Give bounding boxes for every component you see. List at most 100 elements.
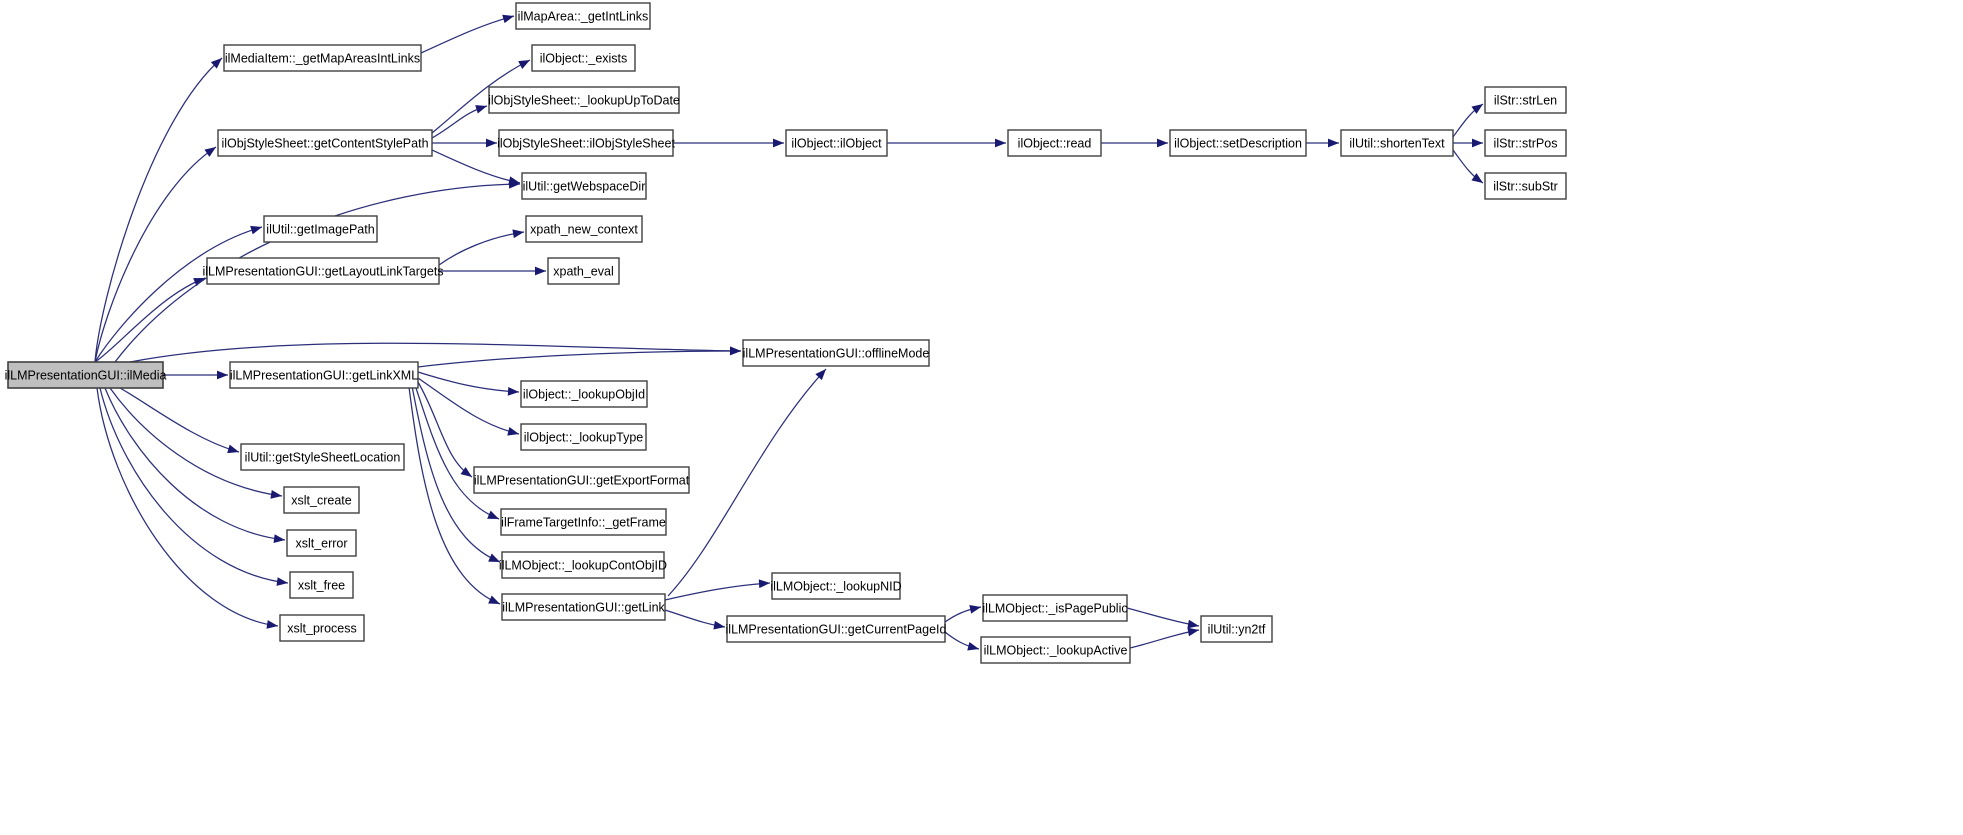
edge-ilobjstylesheet-getcontentstylepath-to-ilutil-getwebspacedir [431,149,521,185]
node-box[interactable] [525,215,643,243]
node-label: ilObject::_lookupType [524,430,644,444]
edge-illmpresentationgui-getlink-to-illmpresentationgui-getcurrentpageid [664,609,726,630]
node-box[interactable] [726,615,946,643]
edge-line [96,387,279,627]
edge-arrowhead [217,370,228,380]
node-box[interactable] [1484,86,1567,114]
node-box[interactable] [515,2,651,30]
edge-illmpresentationgui-getlinkxml-to-illmpresentationgui-getexportformat [417,381,473,478]
node-box[interactable] [1340,129,1454,157]
node-illmpresentationgui-getcurrentpageid[interactable]: ilLMPresentationGUI::getCurrentPageId [726,615,947,643]
node-box[interactable] [785,129,888,157]
node-ilobject-lookuptype[interactable]: ilObject::_lookupType [520,423,647,451]
edge-line [109,387,283,497]
edge-ilobjstylesheet-getcontentstylepath-to-ilobjstylesheet-lookupuptodate [431,105,488,139]
node-xslt-error[interactable]: xslt_error [286,529,357,557]
node-ilstr-strpos[interactable]: ilStr::strPos [1484,129,1567,157]
node-box[interactable] [229,361,419,389]
node-box[interactable] [1484,172,1567,200]
edge-line [408,386,501,605]
edge-arrowhead [508,176,520,185]
node-ilstr-strlen[interactable]: ilStr::strLen [1484,86,1567,114]
node-label: xslt_free [298,578,345,592]
edge-arrowhead [204,147,216,157]
node-box[interactable] [498,129,674,157]
node-xpath-new-context[interactable]: xpath_new_context [525,215,643,243]
node-box[interactable] [283,486,360,514]
node-ilmediaitem-getmapareasintlinks[interactable]: ilMediaItem::_getMapAreasIntLinks [223,44,422,72]
node-box[interactable] [521,172,647,200]
node-ilutil-shortentext[interactable]: ilUtil::shortenText [1340,129,1454,157]
edge-ilobjstylesheet-getcontentstylepath-to-ilobjstylesheet-ilobjstylesheet [432,138,497,148]
node-box[interactable] [488,86,680,114]
node-box[interactable] [286,529,357,557]
node-ilmaparea-getintlinks[interactable]: ilMapArea::_getIntLinks [515,2,651,30]
node-illmpresentationgui-offlinemode[interactable]: ilLMPresentationGUI::offlineMode [742,339,930,367]
node-xslt-create[interactable]: xslt_create [283,486,360,514]
node-xslt-free[interactable]: xslt_free [289,571,354,599]
node-illmpresentationgui-getlinkxml[interactable]: ilLMPresentationGUI::getLinkXML [229,361,419,389]
node-ilutil-getstylesheetlocation[interactable]: ilUtil::getStyleSheetLocation [240,443,405,471]
node-box[interactable] [771,572,901,600]
node-ilobjstylesheet-ilobjstylesheet[interactable]: ilObjStyleSheet::ilObjStyleSheet [497,129,675,157]
node-box[interactable] [980,636,1131,664]
edge-illmpresentationgui-getlinkxml-to-illmpresentationgui-getlink [408,386,501,605]
node-box[interactable] [263,215,378,243]
node-label: ilObjStyleSheet::getContentStylePath [221,136,428,150]
edge-line [414,384,500,520]
node-box[interactable] [742,339,930,367]
node-illmobject-lookupnid[interactable]: ilLMObject::_lookupNID [770,572,902,600]
edge-arrowhead [250,225,262,235]
node-box[interactable] [547,257,620,285]
node-illmpresentationgui-getexportformat[interactable]: ilLMPresentationGUI::getExportFormat [473,466,690,494]
node-box[interactable] [501,551,665,579]
node-label: ilLMObject::_lookupContObjID [499,558,667,572]
node-ilobject-read[interactable]: ilObject::read [1007,129,1102,157]
node-box[interactable] [1169,129,1307,157]
node-box[interactable] [289,571,354,599]
node-box[interactable] [1200,615,1273,643]
node-ilutil-yn2tf[interactable]: ilUtil::yn2tf [1200,615,1273,643]
node-xslt-process[interactable]: xslt_process [279,614,365,642]
node-box[interactable] [223,44,422,72]
node-illmobject-lookupactive[interactable]: ilLMObject::_lookupActive [980,636,1131,664]
edge-arrowhead [193,278,205,287]
edge-arrowhead [460,467,472,477]
node-box[interactable] [520,423,647,451]
node-box[interactable] [1007,129,1102,157]
node-box[interactable] [531,44,636,72]
edge-illmpresentationgui-ilmedia-to-ilobjstylesheet-getcontentstylepath [94,146,217,363]
node-box[interactable] [473,466,690,494]
node-ilobjstylesheet-getcontentstylepath[interactable]: ilObjStyleSheet::getContentStylePath [217,129,433,157]
node-box[interactable] [7,361,164,389]
node-label: xpath_new_context [530,222,638,236]
node-box[interactable] [500,508,667,536]
node-ilstr-substr[interactable]: ilStr::subStr [1484,172,1567,200]
node-label: ilLMPresentationGUI::getLink [502,600,665,614]
node-xpath-eval[interactable]: xpath_eval [547,257,620,285]
edge-illmobject-ispagepublic-to-ilutil-yn2tf [1126,607,1200,629]
node-illmpresentationgui-getlayoutlinktargets[interactable]: ilLMPresentationGUI::getLayoutLinkTarget… [202,257,444,285]
node-box[interactable] [1484,129,1567,157]
node-illmpresentationgui-ilmedia[interactable]: ilLMPresentationGUI::ilMedia [5,361,167,389]
node-box[interactable] [240,443,405,471]
node-ilframetargetinfo-getframe[interactable]: ilFrameTargetInfo::_getFrame [500,508,667,536]
node-box[interactable] [982,594,1128,622]
node-box[interactable] [501,593,666,621]
node-ilobjstylesheet-lookupuptodate[interactable]: ilObjStyleSheet::_lookupUpToDate [488,86,680,114]
node-ilutil-getimagepath[interactable]: ilUtil::getImagePath [263,215,378,243]
node-box[interactable] [520,380,648,408]
node-illmobject-lookupcontobjid[interactable]: ilLMObject::_lookupContObjID [499,551,667,579]
node-ilutil-getwebspacedir[interactable]: ilUtil::getWebspaceDir [521,172,647,200]
node-illmpresentationgui-getlink[interactable]: ilLMPresentationGUI::getLink [501,593,666,621]
edge-line [94,57,223,363]
node-ilobject-exists[interactable]: ilObject::_exists [531,44,636,72]
node-ilobject-setdescription[interactable]: ilObject::setDescription [1169,129,1307,157]
node-box[interactable] [217,129,433,157]
node-ilobject-lookupobjid[interactable]: ilObject::_lookupObjId [520,380,648,408]
node-box[interactable] [206,257,440,285]
node-ilobject-ilobject[interactable]: ilObject::ilObject [785,129,888,157]
node-box[interactable] [279,614,365,642]
node-illmobject-ispagepublic[interactable]: ilLMObject::_isPagePublic [982,594,1128,622]
